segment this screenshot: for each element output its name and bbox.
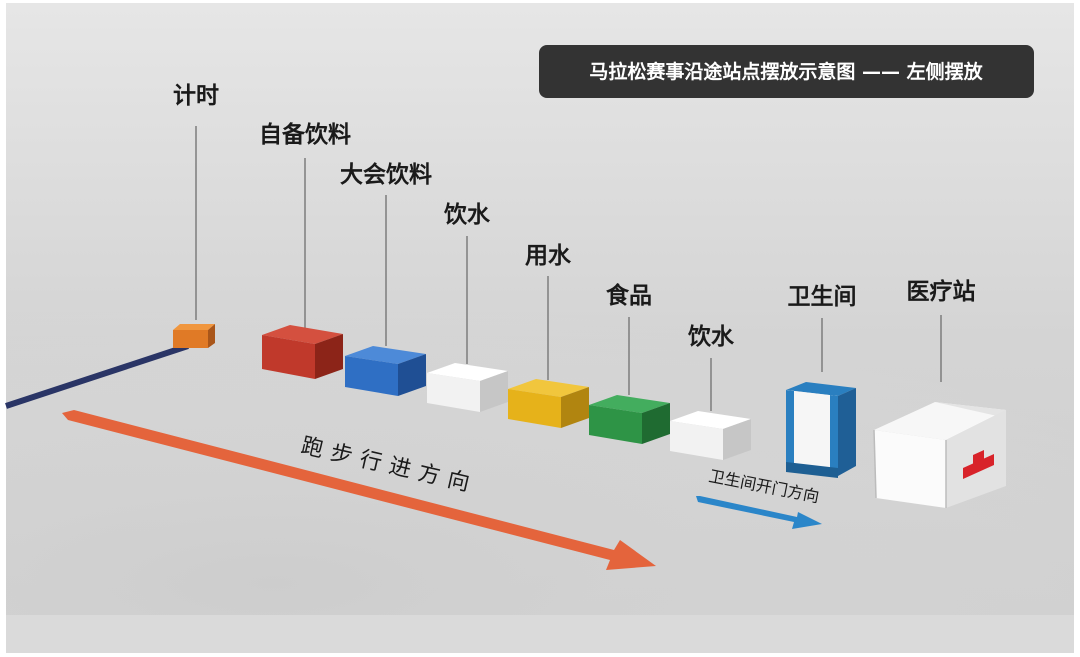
usage-water-box [508,379,589,428]
station-label-timing: 计时 [173,83,219,109]
food-box [589,395,670,444]
station-label-official-drink: 大会饮料 [340,161,432,188]
door-direction-arrow [696,496,822,529]
title-box: 马拉松赛事沿途站点摆放示意图 —— 左侧摆放 [539,45,1034,98]
timing-box [173,324,215,348]
self-drink-box [262,325,343,379]
running-direction-arrow [62,410,656,570]
title-box-bg [539,45,1034,98]
medical-tent-icon [873,402,1006,508]
station-label-water-1: 饮水 [443,201,491,228]
diagram-title: 马拉松赛事沿途站点摆放示意图 —— 左侧摆放 [589,60,983,83]
station-label-water-2: 饮水 [687,323,735,350]
station-label-self-drink: 自备饮料 [259,121,351,148]
official-drink-box [345,346,426,396]
water-box-2 [670,411,751,460]
station-label-food: 食品 [606,282,652,309]
toilet-icon [786,382,856,478]
station-label-usage-water: 用水 [525,243,572,269]
station-label-toilet: 卫生间 [788,284,857,310]
red-cross-icon [963,450,994,479]
bottom-strip [6,615,1074,653]
leader-lines [195,126,942,411]
water-box-1 [427,363,508,412]
course-line [5,343,189,409]
station-label-medical: 医疗站 [907,278,976,305]
